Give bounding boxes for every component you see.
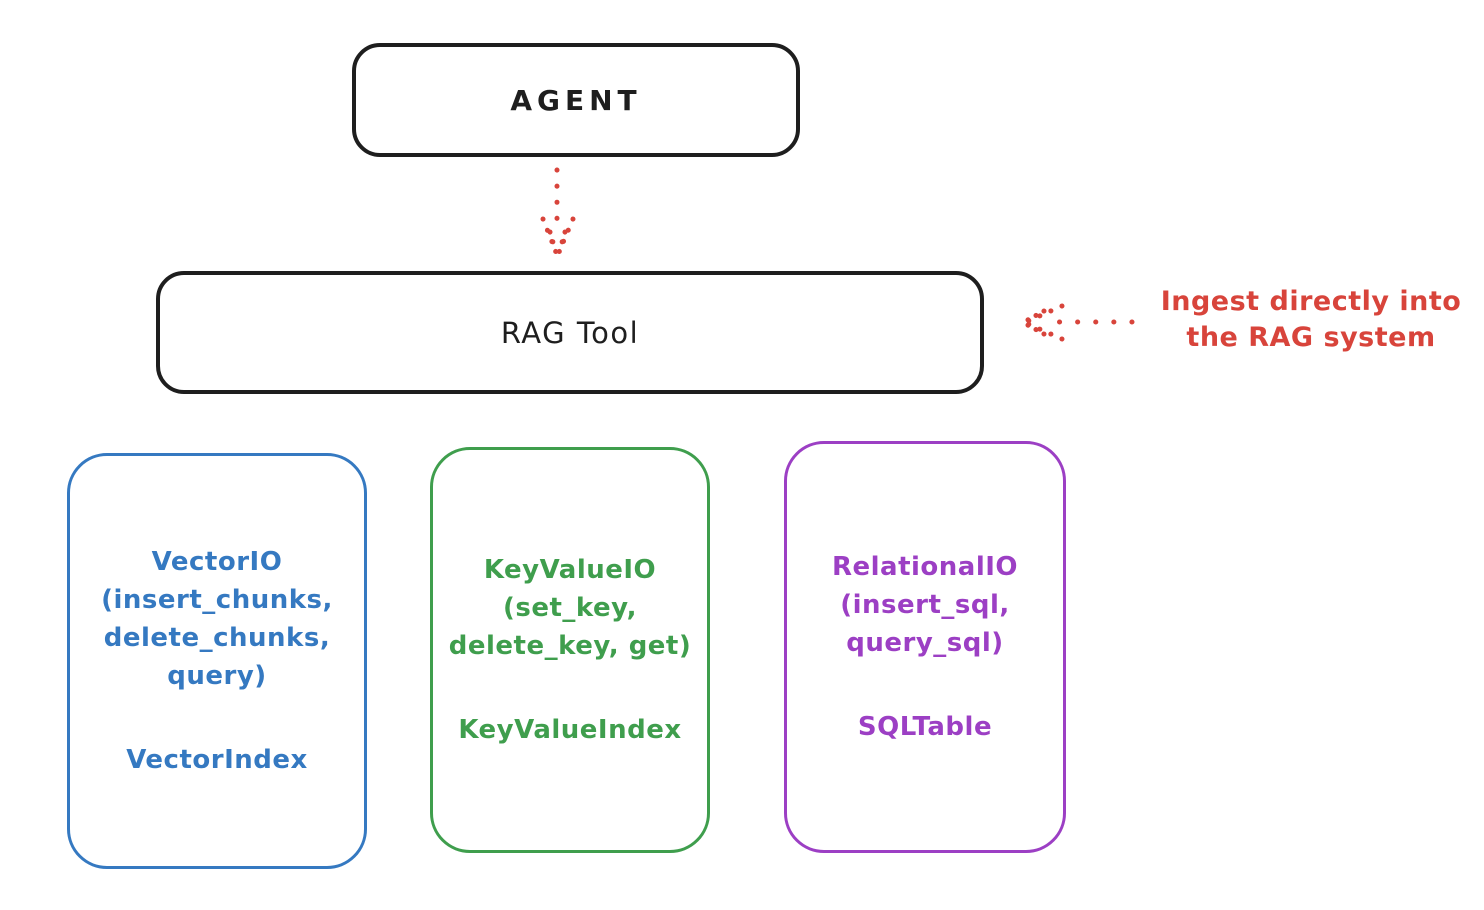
agent-label: AGENT (510, 83, 642, 117)
dotted-arrow-left-icon (1021, 303, 1135, 342)
sql-table-label: SQLTable (857, 712, 993, 742)
keyvalue-index-label: KeyValueIndex (458, 715, 682, 745)
keyvalue-io-box: KeyValueIO (set_key, delete_key, get) Ke… (430, 447, 710, 853)
vector-io-methods-line-1: (insert_chunks, (101, 585, 333, 615)
rag-tool-box: RAG Tool (156, 271, 984, 394)
keyvalue-io-methods-line-2: delete_key, get) (448, 631, 692, 661)
keyvalue-io-title: KeyValueIO (483, 555, 657, 585)
vector-index-label: VectorIndex (126, 745, 308, 775)
vector-io-box: VectorIO (insert_chunks, delete_chunks, … (67, 453, 367, 869)
relational-io-methods-line-2: query_sql) (846, 628, 1004, 658)
agent-box: AGENT (352, 43, 800, 157)
rag-tool-label: RAG Tool (500, 315, 640, 350)
relational-io-title: RelationalIO (831, 552, 1019, 582)
relational-io-methods-line-1: (insert_sql, (840, 590, 1010, 620)
vector-io-methods-line-3: query) (167, 661, 267, 691)
annotation-ingest: Ingest directly into the RAG system (1138, 284, 1484, 356)
vector-io-title: VectorIO (151, 547, 283, 577)
annotation-line-1: Ingest directly into (1160, 286, 1462, 317)
dotted-arrow-down-icon (540, 167, 576, 259)
annotation-line-2: the RAG system (1186, 322, 1436, 353)
relational-io-box: RelationalIO (insert_sql, query_sql) SQL… (784, 441, 1066, 853)
vector-io-methods-line-2: delete_chunks, (103, 623, 331, 653)
keyvalue-io-methods-line-1: (set_key, (503, 593, 637, 623)
